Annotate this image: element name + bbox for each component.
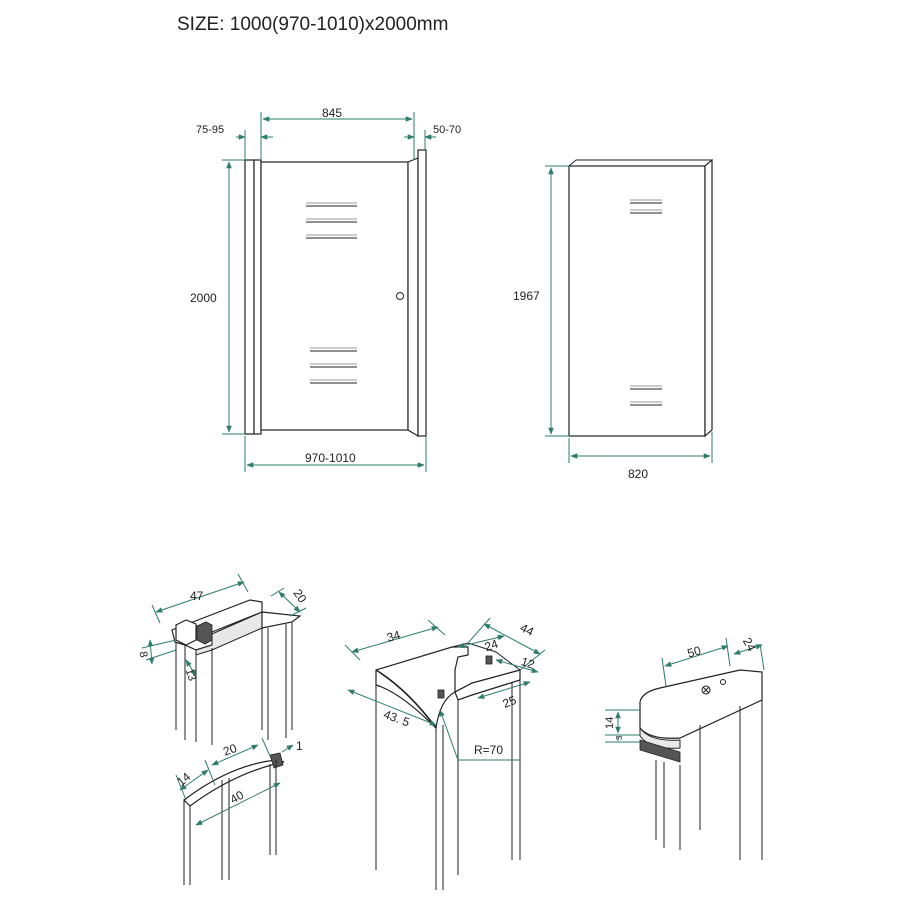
dim-radius: R=70 [474, 743, 503, 757]
dim-14-curve: 14 [174, 769, 193, 789]
right-closing-profile [407, 157, 419, 438]
dim-50: 50 [686, 643, 703, 660]
dim-bottom-width: 970-1010 [305, 451, 356, 465]
hinge-screw-icon [701, 685, 711, 695]
dim-left-wall: 75-95 [196, 124, 224, 136]
glass-door-panel [260, 161, 409, 431]
door-stripes-top [630, 199, 662, 214]
front-view: 845 75-95 50-70 2000 970-1010 [190, 106, 461, 472]
door-leaf [568, 165, 706, 437]
curved-profile-detail: 14 20 1 40 [174, 737, 303, 885]
door-leaf-edge [704, 158, 713, 438]
dim-34: 34 [385, 628, 402, 645]
dim-8: 8 [137, 650, 150, 658]
door-handle [396, 292, 404, 300]
dim-20: 20 [290, 586, 309, 605]
dim-3-hinge: 3 [615, 735, 624, 740]
dim-14-hinge: 14 [604, 717, 616, 729]
dim-1-curve: 1 [296, 739, 303, 753]
handle-screw [437, 689, 445, 699]
glass-stripes-top [306, 202, 357, 239]
dim-47: 47 [190, 589, 204, 603]
handle-profile-detail: 34 24 44 12 25 43. 5 R=70 [344, 617, 546, 890]
dim-door-width: 820 [628, 467, 648, 481]
dim-44: 44 [518, 621, 536, 639]
handle-pin [485, 655, 493, 665]
dim-25: 25 [501, 693, 519, 711]
door-stripes-bottom [630, 385, 662, 406]
right-wall-profile [417, 149, 427, 437]
dim-24-hinge: 24 [740, 635, 759, 654]
wall-profile-detail: 47 20 8 13 [137, 573, 310, 745]
dim-13: 13 [182, 667, 197, 683]
size-title: SIZE: 1000(970-1010)x2000mm [177, 14, 448, 35]
dim-24-handle: 24 [483, 637, 500, 655]
dim-40-curve: 40 [228, 788, 247, 807]
dim-glass-width: 845 [322, 106, 342, 120]
dim-20-curve: 20 [221, 741, 239, 759]
left-wall-profile [244, 159, 255, 435]
dim-12: 12 [519, 654, 536, 672]
left-door-edge [253, 159, 262, 435]
door-view: 1967 820 [513, 158, 713, 481]
dim-right-wall: 50-70 [433, 124, 461, 136]
glass-stripes-bottom [310, 347, 357, 384]
dim-height-2000: 2000 [190, 291, 217, 305]
dim-43-5: 43. 5 [382, 707, 412, 729]
dim-door-height: 1967 [513, 289, 540, 303]
hinge-detail: 50 24 14 3 [604, 635, 765, 860]
